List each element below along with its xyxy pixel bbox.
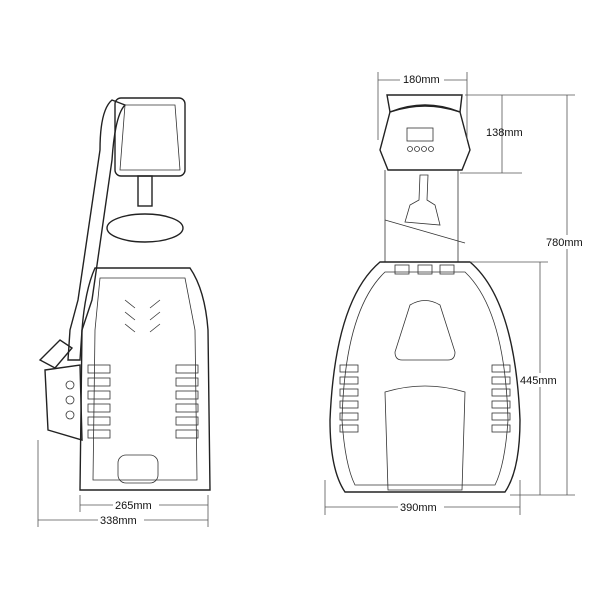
front-triangle-panel bbox=[394, 300, 456, 361]
front-body bbox=[329, 261, 521, 493]
front-display bbox=[406, 127, 434, 142]
label-total-height: 780mm bbox=[546, 237, 583, 249]
label-head-width: 180mm bbox=[403, 74, 440, 86]
side-body bbox=[79, 267, 211, 491]
label-side-overall-width: 338mm bbox=[100, 515, 137, 527]
label-head-height: 138mm bbox=[486, 127, 523, 139]
front-vents bbox=[339, 364, 511, 433]
front-head bbox=[379, 104, 471, 171]
side-view bbox=[38, 97, 211, 491]
front-view bbox=[329, 94, 521, 493]
side-head bbox=[114, 97, 186, 177]
label-side-body-width: 265mm bbox=[115, 500, 152, 512]
side-vents bbox=[87, 299, 199, 484]
label-front-width: 390mm bbox=[400, 502, 437, 514]
yoke-arm bbox=[67, 99, 127, 361]
dimension-labels: 180mm 138mm 780mm 445mm 390mm 265mm 338m… bbox=[98, 72, 589, 527]
dimension-lines bbox=[37, 72, 575, 527]
side-mirror bbox=[106, 213, 184, 243]
label-body-height: 445mm bbox=[520, 375, 557, 387]
front-mirror-bracket bbox=[404, 174, 441, 226]
front-lens-window bbox=[384, 385, 466, 491]
side-handle bbox=[38, 339, 83, 441]
side-lens-mount bbox=[137, 175, 153, 207]
